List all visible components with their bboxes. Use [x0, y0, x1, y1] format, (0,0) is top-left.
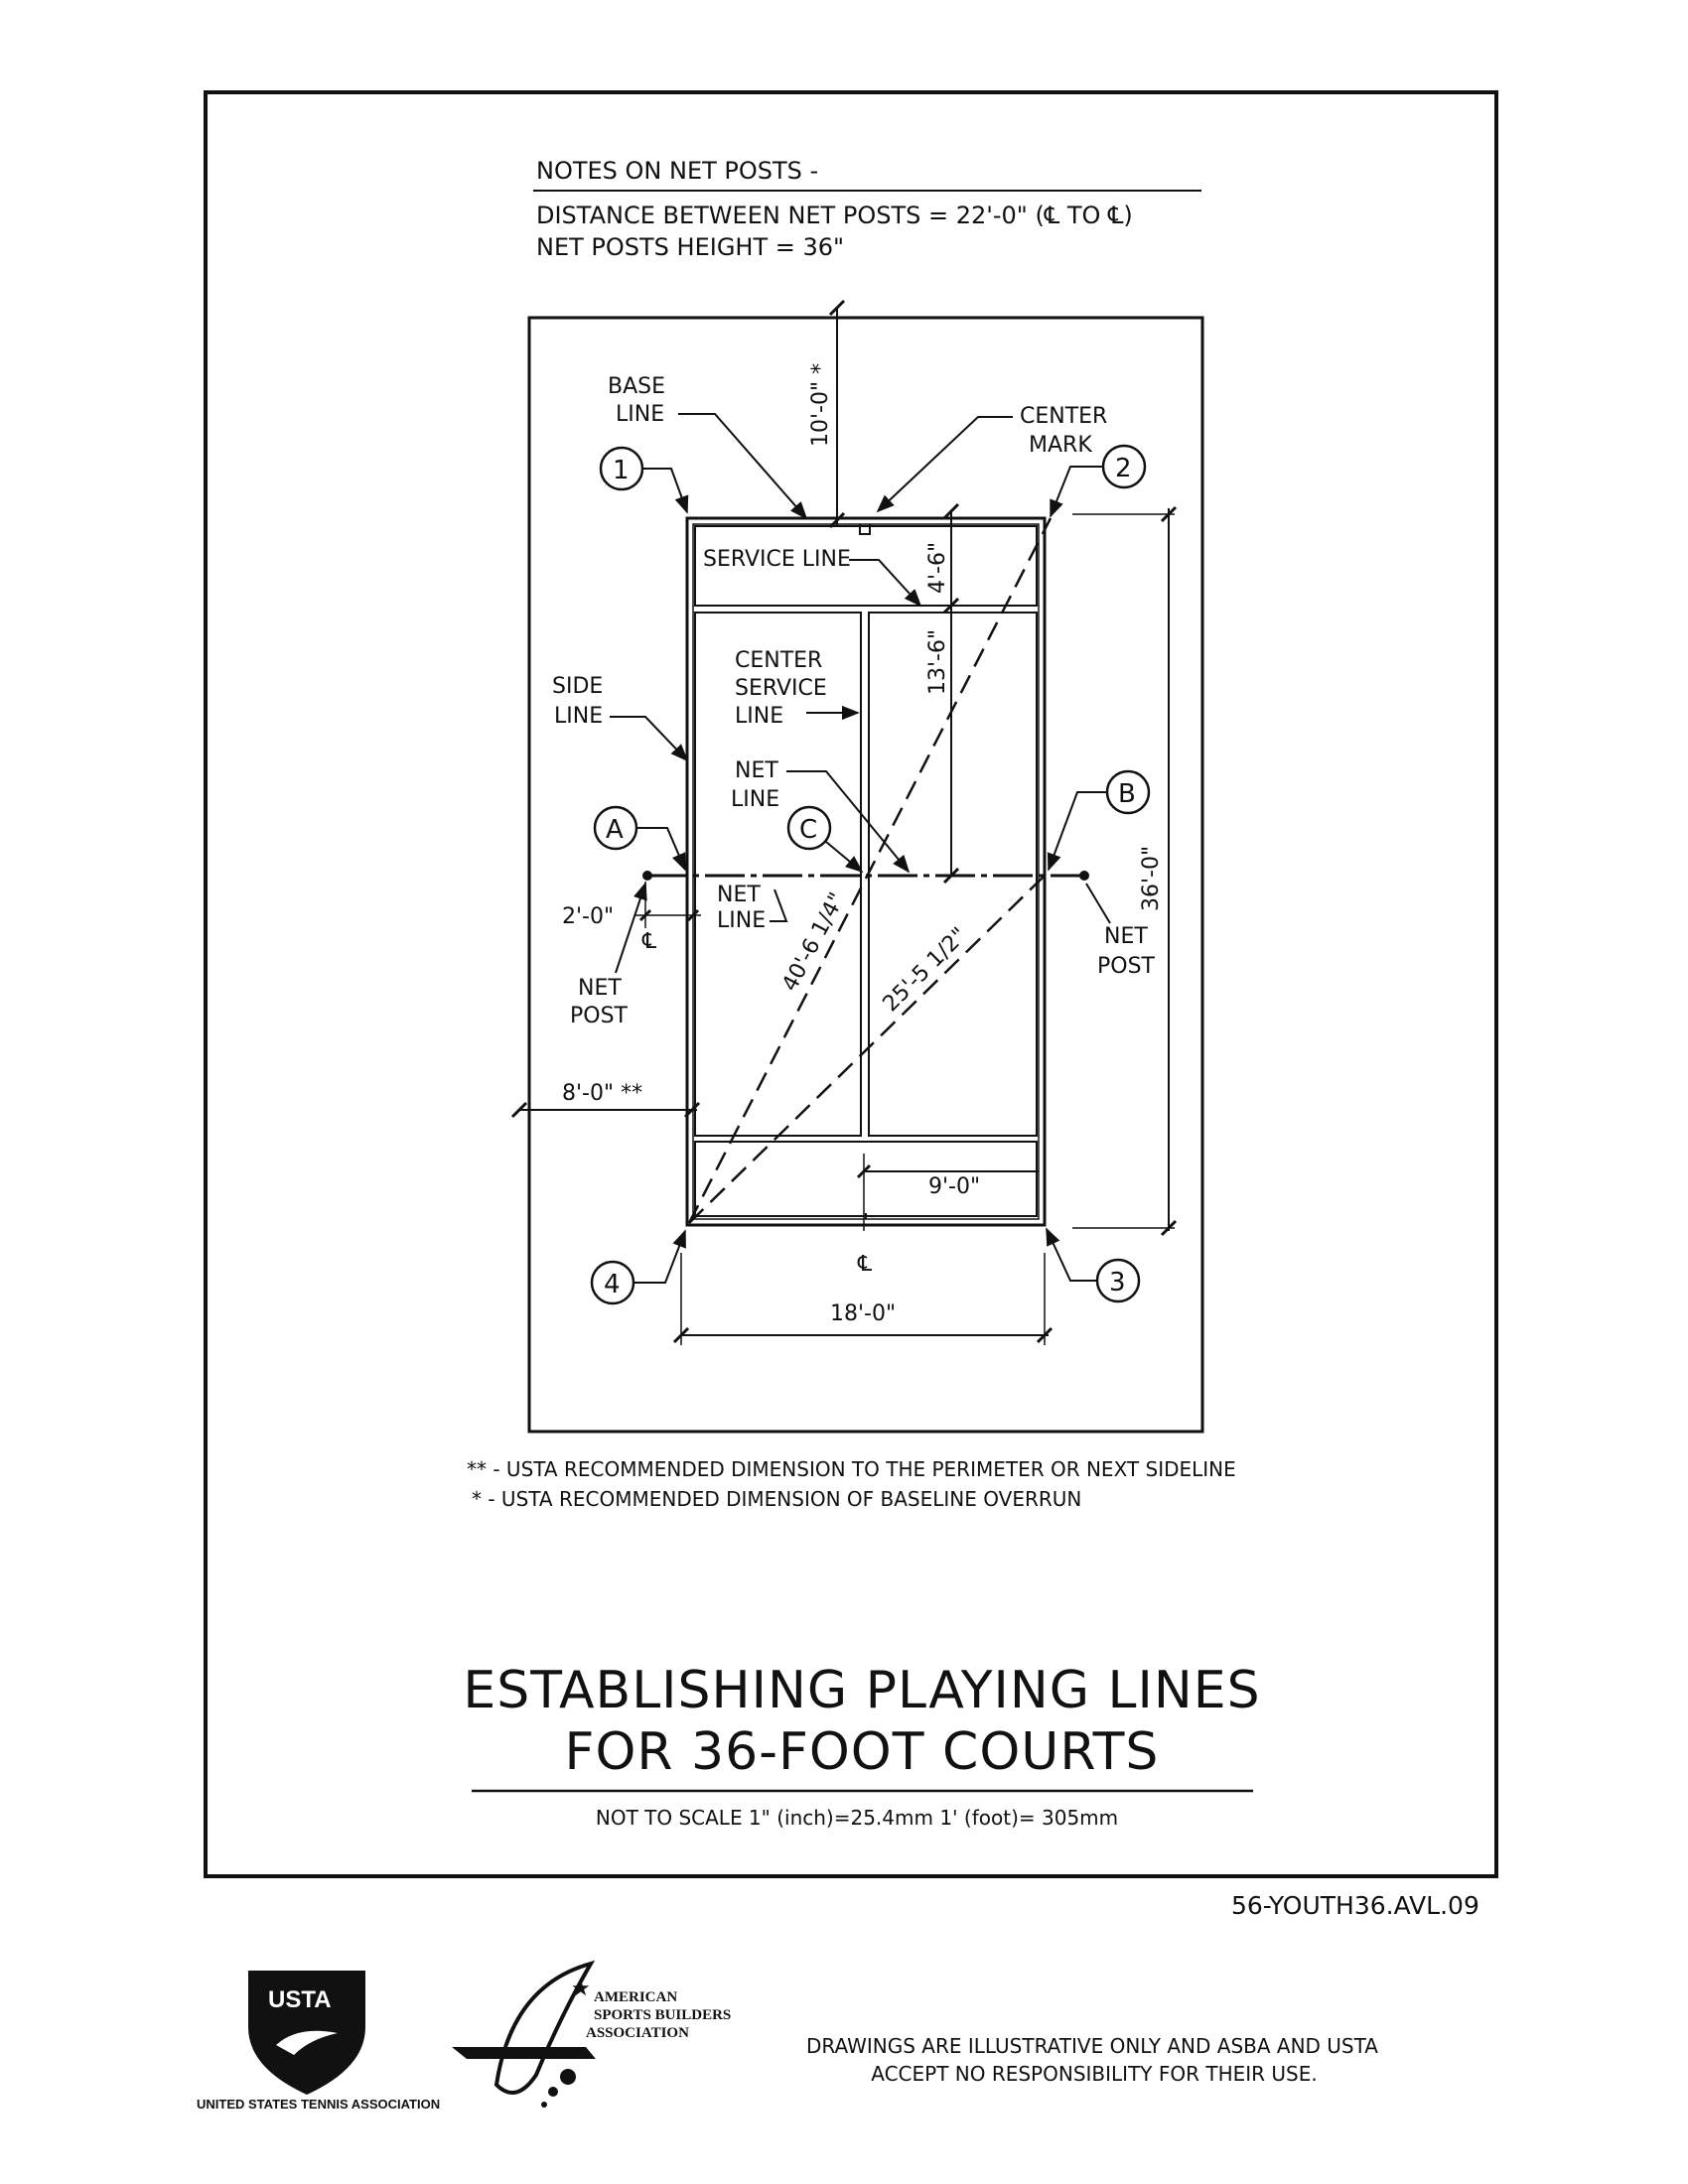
post-offset-label: 2'-0" — [562, 904, 614, 929]
asba-name-2: SPORTS BUILDERS — [594, 2007, 731, 2023]
service-box-bottom — [694, 1141, 1038, 1217]
base-line-label-2: LINE — [616, 402, 664, 427]
asba-dot-2 — [548, 2087, 558, 2097]
usta-name: UNITED STATES TENNIS ASSOCIATION — [197, 2097, 440, 2112]
overrun-dimension: 10'-0" * — [808, 299, 846, 529]
marker-c: C — [786, 805, 864, 874]
side-line-label-1: SIDE — [552, 674, 603, 699]
net-post-left-label-2: POST — [570, 1004, 629, 1028]
diagonal-short — [688, 875, 1046, 1224]
side-clearance-label: 8'-0" ** — [562, 1081, 642, 1106]
title-line-1: ESTABLISHING PLAYING LINES — [463, 1661, 1260, 1720]
service-line-label: SERVICE LINE — [703, 547, 851, 572]
markers: 1 2 3 4 A B C — [590, 444, 1151, 1305]
marker-1: 1 — [599, 446, 689, 514]
marker-4: 4 — [590, 1229, 686, 1305]
svg-text:3: 3 — [1109, 1268, 1126, 1297]
disclaimer-line-2: ACCEPT NO RESPONSIBILITY FOR THEIR USE. — [871, 2062, 1318, 2086]
net-line-label-1: NET — [735, 758, 778, 783]
center-mark-label-2: MARK — [1029, 433, 1092, 458]
diagonal-short-label: 25'-5 1/2" — [879, 923, 972, 1017]
svg-text:C: C — [799, 815, 817, 845]
center-service-label-1: CENTER — [735, 648, 822, 673]
asba-swoosh — [452, 2047, 596, 2059]
title-line-2: FOR 36-FOOT COURTS — [565, 1722, 1160, 1782]
center-mark — [859, 524, 871, 535]
marker-b: B — [1047, 769, 1151, 872]
notes-line-1: DISTANCE BETWEEN NET POSTS = 22'-0" (℄ T… — [536, 202, 1133, 229]
disclaimer-line-1: DRAWINGS ARE ILLUSTRATIVE ONLY AND ASBA … — [806, 2034, 1378, 2058]
net-post-right-dot — [1079, 871, 1089, 881]
svg-text:1: 1 — [613, 456, 630, 485]
asba-name-1: AMERICAN — [594, 1989, 677, 2005]
court-width-label: 18'-0" — [830, 1301, 896, 1326]
usta-badge-text: USTA — [268, 1986, 332, 2013]
marker-2: 2 — [1050, 444, 1147, 518]
center-mark-label-1: CENTER — [1020, 404, 1107, 429]
net — [642, 871, 1089, 881]
net-line-label-b-2: LINE — [717, 908, 766, 933]
service-box-top — [694, 525, 1038, 607]
net-post-right-label-1: NET — [1104, 924, 1148, 949]
centerline-symbol-bottom: ℄ — [857, 1252, 873, 1277]
asba-dot-1 — [560, 2069, 576, 2085]
leader-labels: BASE LINE CENTER MARK SERVICE LINE SIDE … — [552, 374, 1156, 1028]
court-length-dimension: 36'-0" — [1072, 505, 1178, 1237]
overrun-label: 10'-0" * — [808, 363, 833, 447]
scale-note: NOT TO SCALE 1" (inch)=25.4mm 1' (foot)=… — [596, 1806, 1118, 1830]
asba-racket — [493, 1960, 596, 2095]
court-outer-line — [685, 516, 1047, 1227]
diagonal-long — [687, 517, 1053, 1224]
half-width-dimension: 9'-0" ℄ — [856, 1154, 1039, 1277]
footnote-single-star: * - USTA RECOMMENDED DIMENSION OF BASELI… — [472, 1487, 1081, 1511]
court — [685, 516, 1047, 1227]
asba-star-icon: ★ — [571, 1977, 591, 2001]
net-line-label-2: LINE — [731, 787, 779, 812]
footnote-double-star: ** - USTA RECOMMENDED DIMENSION TO THE P… — [467, 1457, 1236, 1481]
service-depth-dimension: 4'-6" 13'-6" — [925, 502, 960, 885]
side-line-label-2: LINE — [554, 704, 603, 729]
side-clearance-dimension: 8'-0" ** — [510, 1081, 701, 1119]
usta-logo: USTA UNITED STATES TENNIS ASSOCIATION — [197, 1971, 440, 2112]
court-width-dimension: 18'-0" — [672, 1253, 1054, 1345]
center-service-label-2: SERVICE — [735, 676, 827, 701]
centerline-symbol-left: ℄ — [641, 929, 657, 954]
net-line-label-b-1: NET — [717, 883, 761, 907]
drawing-id: 56-YOUTH36.AVL.09 — [1231, 1891, 1479, 1920]
svg-text:B: B — [1118, 779, 1136, 809]
asba-name-3: ASSOCIATION — [586, 2025, 689, 2041]
base-line-label-1: BASE — [608, 374, 665, 399]
net-post-left-label-1: NET — [578, 976, 622, 1001]
service-depth-label: 4'-6" — [925, 542, 950, 594]
asba-logo: ★ AMERICAN SPORTS BUILDERS ASSOCIATION — [452, 1960, 731, 2108]
net-post-notes: NOTES ON NET POSTS - DISTANCE BETWEEN NE… — [533, 157, 1201, 261]
post-offset-dimension: 2'-0" ℄ — [562, 882, 701, 954]
notes-line-2: NET POSTS HEIGHT = 36" — [536, 233, 844, 261]
marker-3: 3 — [1046, 1227, 1141, 1303]
service-box-label: 13'-6" — [925, 629, 950, 695]
svg-text:4: 4 — [604, 1270, 621, 1299]
sheet-border — [204, 90, 1498, 1878]
svg-text:A: A — [606, 815, 624, 845]
asba-dot-3 — [541, 2102, 547, 2108]
measurement-diagonals — [687, 517, 1053, 1224]
notes-heading: NOTES ON NET POSTS - — [536, 157, 818, 185]
center-service-label-3: LINE — [735, 704, 783, 729]
usta-ball-swoosh — [276, 2030, 338, 2055]
court-area-frame — [527, 316, 1204, 1433]
net-post-left-dot — [642, 871, 652, 881]
half-width-label: 9'-0" — [928, 1174, 980, 1199]
svg-text:2: 2 — [1115, 454, 1132, 483]
marker-a: A — [593, 805, 686, 872]
net-post-right-label-2: POST — [1097, 954, 1156, 979]
court-length-label: 36'-0" — [1139, 846, 1164, 911]
